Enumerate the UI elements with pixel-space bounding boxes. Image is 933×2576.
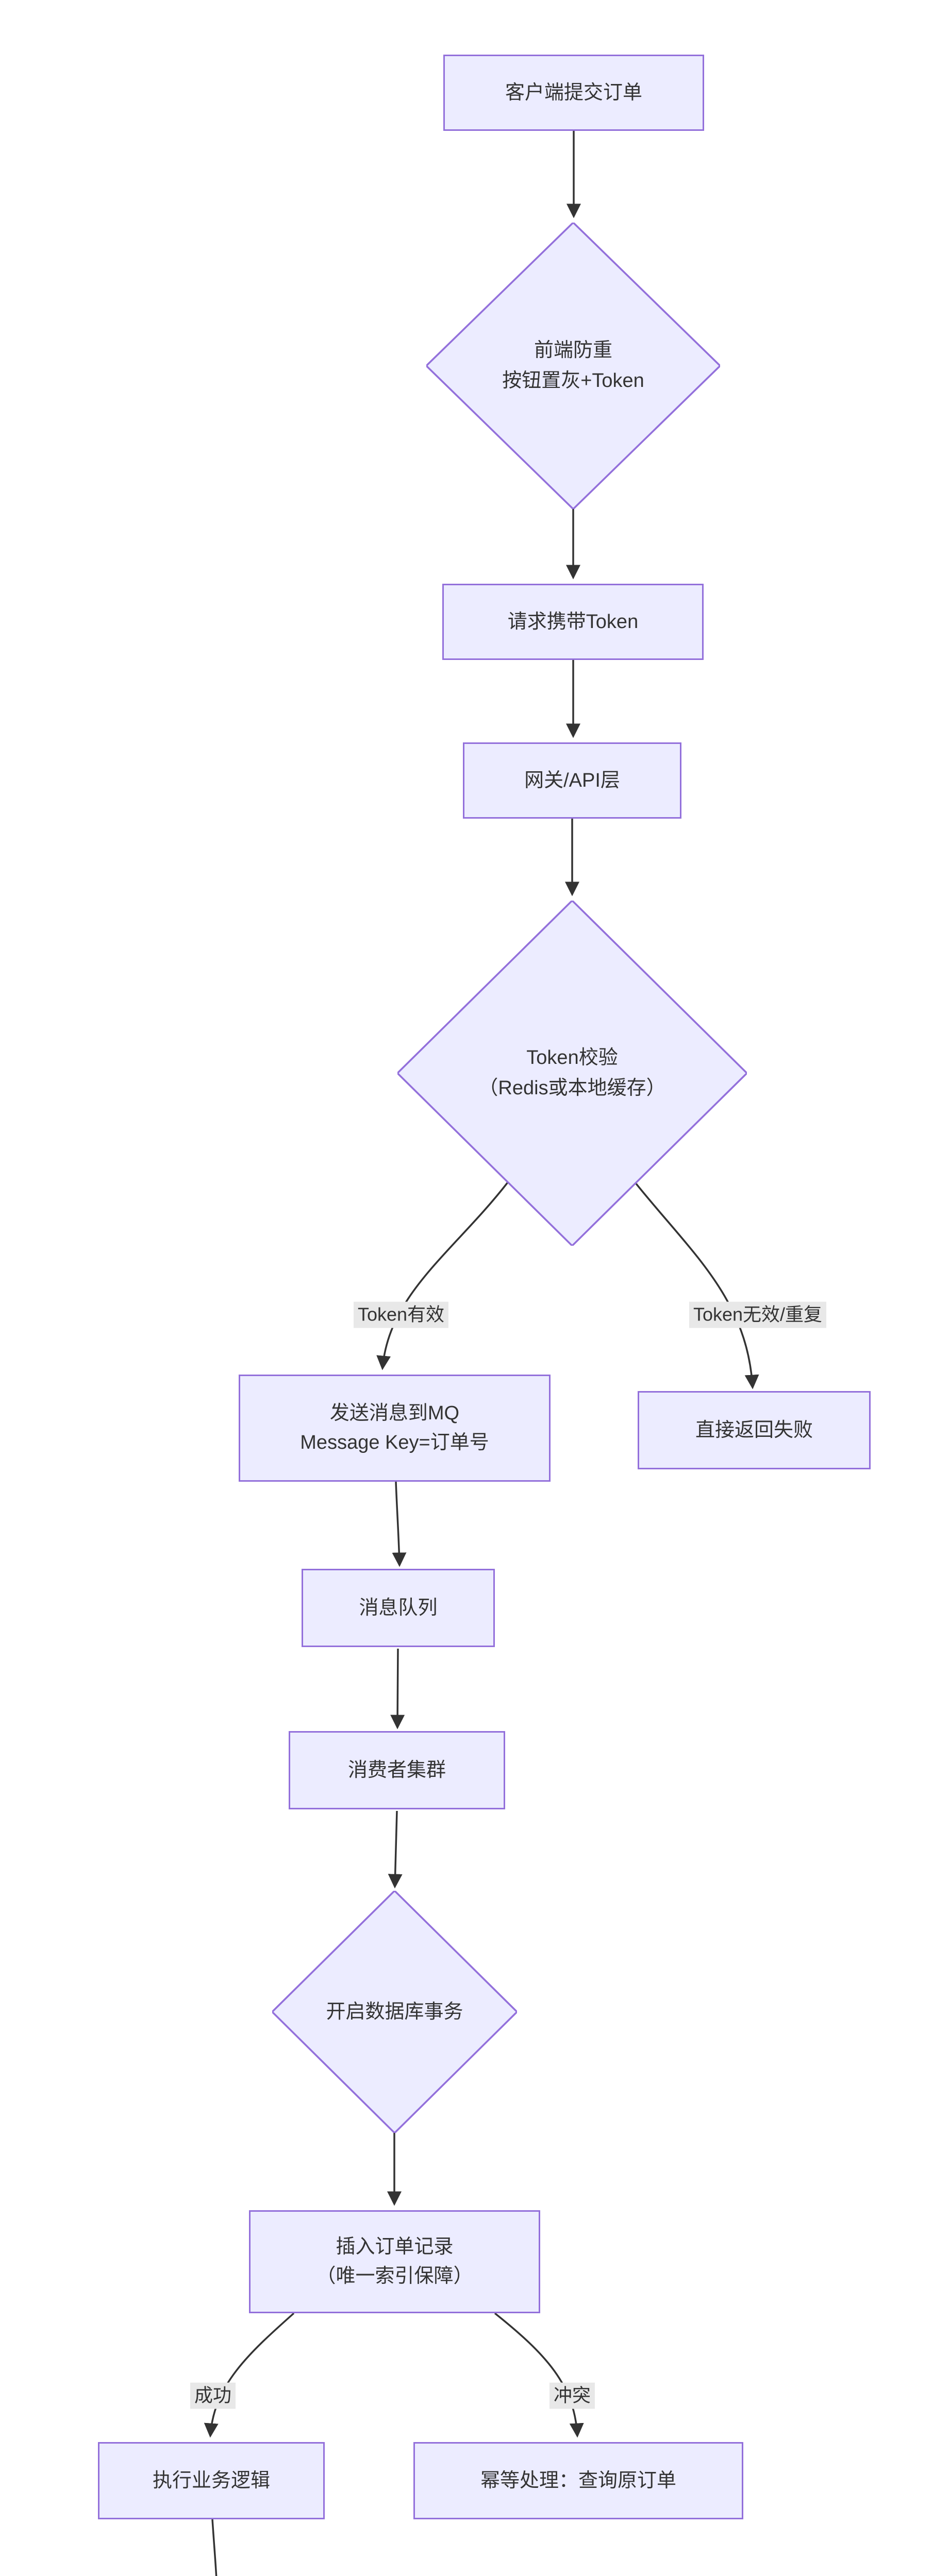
node-send-message-to-mq: 发送消息到MQ Message Key=订单号 (239, 1375, 551, 1482)
node-consumer-cluster: 消费者集群 (289, 1731, 505, 1809)
diamond-shape-icon (426, 223, 720, 509)
node-label: 网关/API层 (524, 769, 620, 791)
diamond-shape-icon (397, 901, 747, 1246)
edge-insert-idempotent (494, 2312, 584, 2438)
node-label: （唯一索引保障） (316, 2265, 473, 2287)
node-token-check-decision: Token校验 （Redis或本地缓存） (397, 901, 747, 1246)
edge-label-token-valid: Token有效 (353, 1301, 449, 1328)
edge-tokencheck-sendmq (376, 1181, 509, 1370)
edge-label-conflict: 冲突 (549, 2382, 595, 2409)
node-label: 消费者集群 (347, 1759, 446, 1781)
node-insert-order-record: 插入订单记录 （唯一索引保障） (249, 2210, 540, 2313)
node-client-submit-order: 客户端提交订单 (443, 55, 704, 131)
node-label: （Redis或本地缓存） (478, 1077, 666, 1099)
diamond-shape-icon (272, 1891, 517, 2133)
node-label: Message Key=订单号 (300, 1432, 489, 1453)
edge-consumers-opentx (388, 1810, 403, 1889)
node-open-db-transaction-decision: 开启数据库事务 (272, 1891, 517, 2133)
node-label: 执行业务逻辑 (152, 2469, 270, 2492)
node-label: 请求携带Token (507, 611, 639, 633)
edge-mq-consumers (390, 1648, 405, 1730)
node-label: 开启数据库事务 (326, 2001, 463, 2023)
edge-tokencheck-returnfail (634, 1181, 759, 1389)
edge-sendmq-mq (392, 1481, 407, 1567)
node-message-queue: 消息队列 (302, 1569, 495, 1647)
node-label: 前端防重 (534, 340, 612, 362)
node-label: 发送消息到MQ (329, 1402, 460, 1424)
node-label: 插入订单记录 (336, 2236, 454, 2258)
node-execute-business-logic: 执行业务逻辑 (98, 2442, 325, 2519)
node-label: 幂等处理：查询原订单 (480, 2469, 676, 2492)
node-gateway-api-layer: 网关/API层 (463, 742, 681, 819)
edge-exec-commit (211, 2519, 218, 2576)
edge-label-success: 成功 (190, 2382, 236, 2409)
node-frontend-dedup-decision: 前端防重 按钮置灰+Token (426, 223, 720, 509)
node-label: Token校验 (526, 1047, 618, 1069)
node-label: 按钮置灰+Token (502, 370, 644, 392)
node-label: 客户端提交订单 (505, 81, 642, 104)
node-label: 消息队列 (359, 1597, 438, 1619)
node-idempotent-query-original-order: 幂等处理：查询原订单 (413, 2442, 743, 2519)
node-return-failure: 直接返回失败 (638, 1391, 871, 1469)
edge-label-token-invalid: Token无效/重复 (689, 1301, 827, 1328)
node-request-with-token: 请求携带Token (442, 584, 704, 660)
edge-insert-exec (204, 2312, 295, 2438)
node-label: 直接返回失败 (695, 1419, 813, 1441)
